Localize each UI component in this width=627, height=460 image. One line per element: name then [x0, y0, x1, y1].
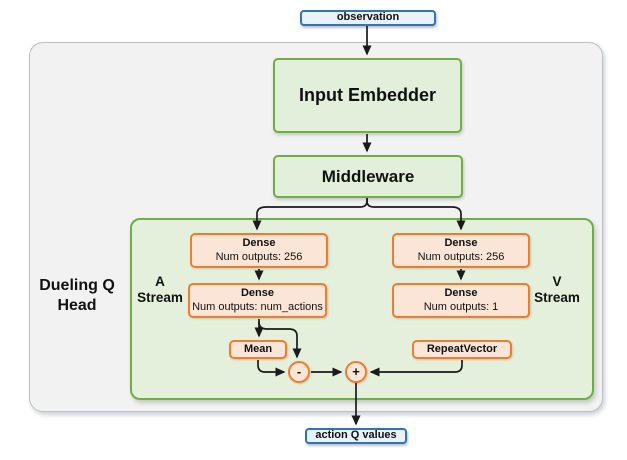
dense-a2-subtitle: Num outputs: num_actions — [192, 300, 323, 313]
v-stream-label-line1: V — [552, 274, 562, 289]
dense-a1-subtitle: Num outputs: 256 — [215, 250, 303, 263]
a-stream-label: A Stream — [125, 274, 195, 307]
a-stream-label-line2: Stream — [137, 290, 183, 306]
dense-v1-node: Dense Num outputs: 256 — [392, 233, 530, 268]
dense-a2-title: Dense — [240, 286, 275, 299]
middleware-label: Middleware — [321, 166, 415, 186]
observation-node: observation — [300, 10, 436, 26]
action-q-values-node: action Q values — [305, 428, 407, 444]
dense-v1-title: Dense — [444, 236, 478, 249]
dense-v2-title: Dense — [444, 286, 478, 299]
dueling-head-label: Dueling Q Head — [22, 276, 132, 315]
dense-a1-node: Dense Num outputs: 256 — [190, 233, 328, 268]
action-q-values-label: action Q values — [315, 429, 397, 442]
dense-v2-subtitle: Num outputs: 1 — [423, 300, 499, 313]
dense-a2-node: Dense Num outputs: num_actions — [188, 283, 327, 318]
mean-node: Mean — [229, 340, 287, 359]
plus-operator-label: + — [352, 364, 360, 379]
a-stream-label-line1: A — [155, 274, 165, 289]
dueling-head-label-line2: Head — [57, 296, 97, 314]
minus-operator: - — [288, 361, 310, 383]
v-stream-label: V Stream — [522, 274, 592, 307]
dense-v1-subtitle: Num outputs: 256 — [417, 250, 505, 263]
minus-operator-label: - — [296, 364, 302, 379]
repeat-vector-node: RepeatVector — [412, 340, 512, 359]
observation-label: observation — [336, 11, 400, 24]
plus-operator: + — [345, 361, 367, 383]
dense-v2-node: Dense Num outputs: 1 — [392, 283, 530, 318]
v-stream-label-line2: Stream — [534, 290, 580, 306]
mean-label: Mean — [243, 342, 273, 355]
input-embedder-label: Input Embedder — [298, 85, 436, 106]
dueling-head-label-line1: Dueling Q — [39, 277, 115, 294]
middleware-node: Middleware — [273, 155, 463, 198]
dense-a1-title: Dense — [242, 236, 276, 249]
input-embedder-node: Input Embedder — [273, 58, 462, 133]
repeat-vector-label: RepeatVector — [426, 342, 498, 355]
